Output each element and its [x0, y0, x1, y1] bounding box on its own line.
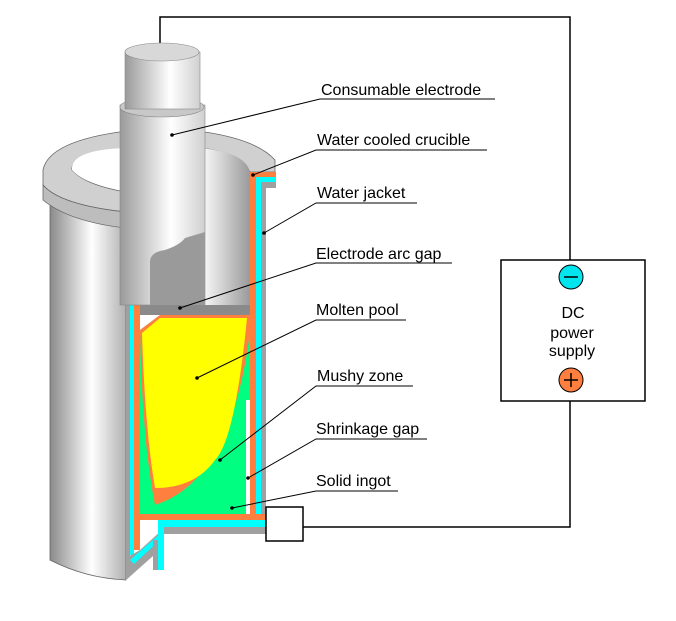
- dc-power-supply: DC power supply: [500, 259, 646, 402]
- label-mushy-zone: Mushy zone: [317, 368, 403, 385]
- label-water-cooled-crucible: Water cooled crucible: [317, 132, 470, 149]
- label-shrinkage-gap: Shrinkage gap: [316, 421, 419, 438]
- label-solid-ingot: Solid ingot: [316, 473, 391, 490]
- crucible-right-wall: [250, 172, 276, 517]
- electrical-connector: [265, 506, 304, 542]
- power-supply-line3: supply: [549, 343, 595, 360]
- label-molten-pool: Molten pool: [316, 302, 399, 319]
- power-supply-line2: power: [550, 325, 594, 342]
- power-supply-line1: DC: [561, 305, 584, 322]
- crucible-outer-body: [42, 127, 276, 581]
- leader-lines: [171, 98, 495, 509]
- label-water-jacket: Water jacket: [317, 185, 406, 202]
- minus-terminal-icon: [558, 264, 584, 290]
- plus-terminal-icon: [558, 367, 584, 393]
- leader-dots: [170, 133, 266, 510]
- circuit-wire-negative: [159, 16, 571, 260]
- label-consumable-electrode: Consumable electrode: [321, 82, 481, 99]
- consumable-electrode: [119, 42, 250, 315]
- circuit-wire-positive: [303, 401, 571, 528]
- label-electrode-arc-gap: Electrode arc gap: [316, 246, 442, 263]
- crucible-baseplate: [140, 506, 304, 542]
- ingot-section: [140, 315, 252, 520]
